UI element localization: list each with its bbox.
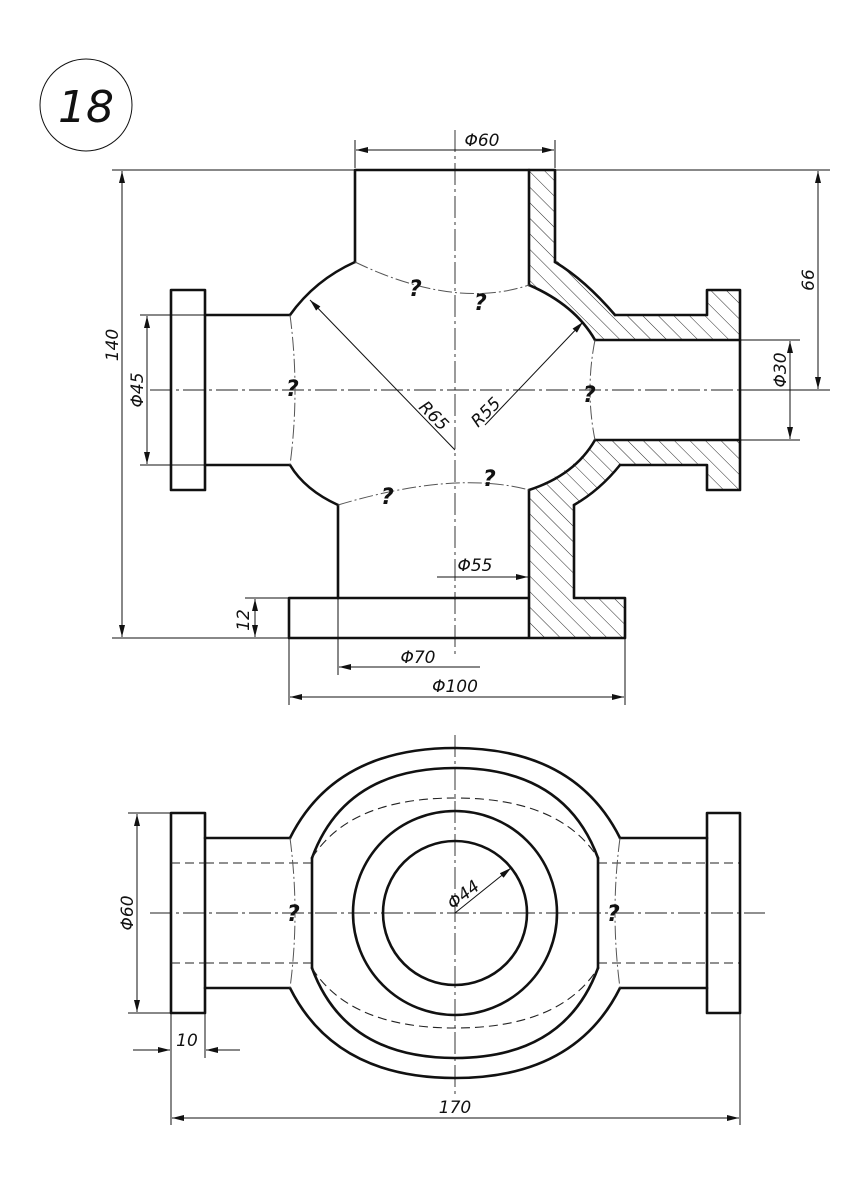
unknown-mark-right: ? xyxy=(583,383,596,408)
problem-number: 18 xyxy=(58,82,114,133)
dim-r65: R65 xyxy=(414,397,452,435)
sphere-arc-lower-right xyxy=(572,463,622,507)
top-view-right-pipe xyxy=(618,836,709,990)
bore-circle xyxy=(381,839,529,987)
dim-line-inner-circle xyxy=(454,867,512,914)
sphere-outer-contour xyxy=(288,746,622,840)
dim-top-diameter: Φ60 xyxy=(464,131,499,151)
left-pipe-outline xyxy=(203,313,292,467)
sphere-inner-contour xyxy=(310,766,600,1060)
section-hatch-upper-right xyxy=(529,170,740,340)
dim-r55: R55 xyxy=(467,394,505,432)
top-pipe-outline xyxy=(353,168,557,264)
dim-base-thickness: 12 xyxy=(234,609,254,631)
intersection-curve-right xyxy=(589,339,596,441)
bottom-pipe-circle xyxy=(351,809,559,1017)
front-view: R65 R55 ? ? ? ? ? ? Φ60 140 66 Φ45 Φ30 xyxy=(103,130,830,705)
dim-right-bore: Φ30 xyxy=(771,352,791,387)
dim-bottom-pipe: Φ70 xyxy=(400,648,435,668)
sphere-arc-upper-left xyxy=(288,260,357,317)
unknown-mark-left: ? xyxy=(286,377,299,402)
unknown-mark-top-right: ? xyxy=(474,291,487,316)
r65-leader xyxy=(309,299,456,451)
top-view-left-flange xyxy=(169,811,207,1015)
left-flange xyxy=(169,288,207,492)
dim-bottom-bore: Φ55 xyxy=(457,556,492,576)
top-view: ? ? Φ44 Φ60 10 170 xyxy=(118,735,765,1125)
top-view-right-bore xyxy=(598,862,740,964)
sphere-inner-arc-lower xyxy=(527,438,597,492)
unknown-mark-top-left: ? xyxy=(409,277,422,302)
r55-leader xyxy=(484,321,584,426)
dim-right-height: 66 xyxy=(799,269,819,291)
top-view-intersection-left xyxy=(289,837,296,989)
dim-left-diameter: Φ45 xyxy=(128,372,148,407)
right-bore-lines xyxy=(593,338,742,442)
sphere-outer-contour-bottom xyxy=(288,986,622,1080)
dim-inner-circle: Φ44 xyxy=(444,877,484,914)
dim-flange-diameter: Φ60 xyxy=(118,895,138,930)
section-hatch-lower-right xyxy=(529,440,740,638)
top-view-intersection-right xyxy=(614,837,621,989)
intersection-curve-top xyxy=(354,261,530,295)
intersection-curve-left xyxy=(289,314,296,466)
sphere-arc-upper-right xyxy=(553,260,617,317)
top-view-left-bore xyxy=(205,862,312,964)
sphere-arc-lower-left xyxy=(288,463,340,507)
dim-overall-height: 140 xyxy=(103,329,123,361)
sphere-hidden-contour xyxy=(311,797,599,1029)
top-view-unknown-mark-right: ? xyxy=(607,902,620,927)
sphere-inner-arc-upper xyxy=(527,283,597,342)
top-view-unknown-mark-left: ? xyxy=(287,902,300,927)
problem-number-badge: 18 xyxy=(39,58,133,152)
top-view-left-flange-hidden xyxy=(171,862,205,964)
top-view-left-pipe xyxy=(203,836,292,990)
top-view-right-flange xyxy=(705,811,742,1015)
dim-base-diameter: Φ100 xyxy=(432,677,478,697)
unknown-mark-bottom-left: ? xyxy=(381,485,394,510)
unknown-mark-bottom-right: ? xyxy=(483,467,496,492)
dim-flange-thickness: 10 xyxy=(176,1031,198,1051)
dim-overall-width: 170 xyxy=(439,1098,471,1118)
intersection-curve-bottom xyxy=(337,482,530,506)
